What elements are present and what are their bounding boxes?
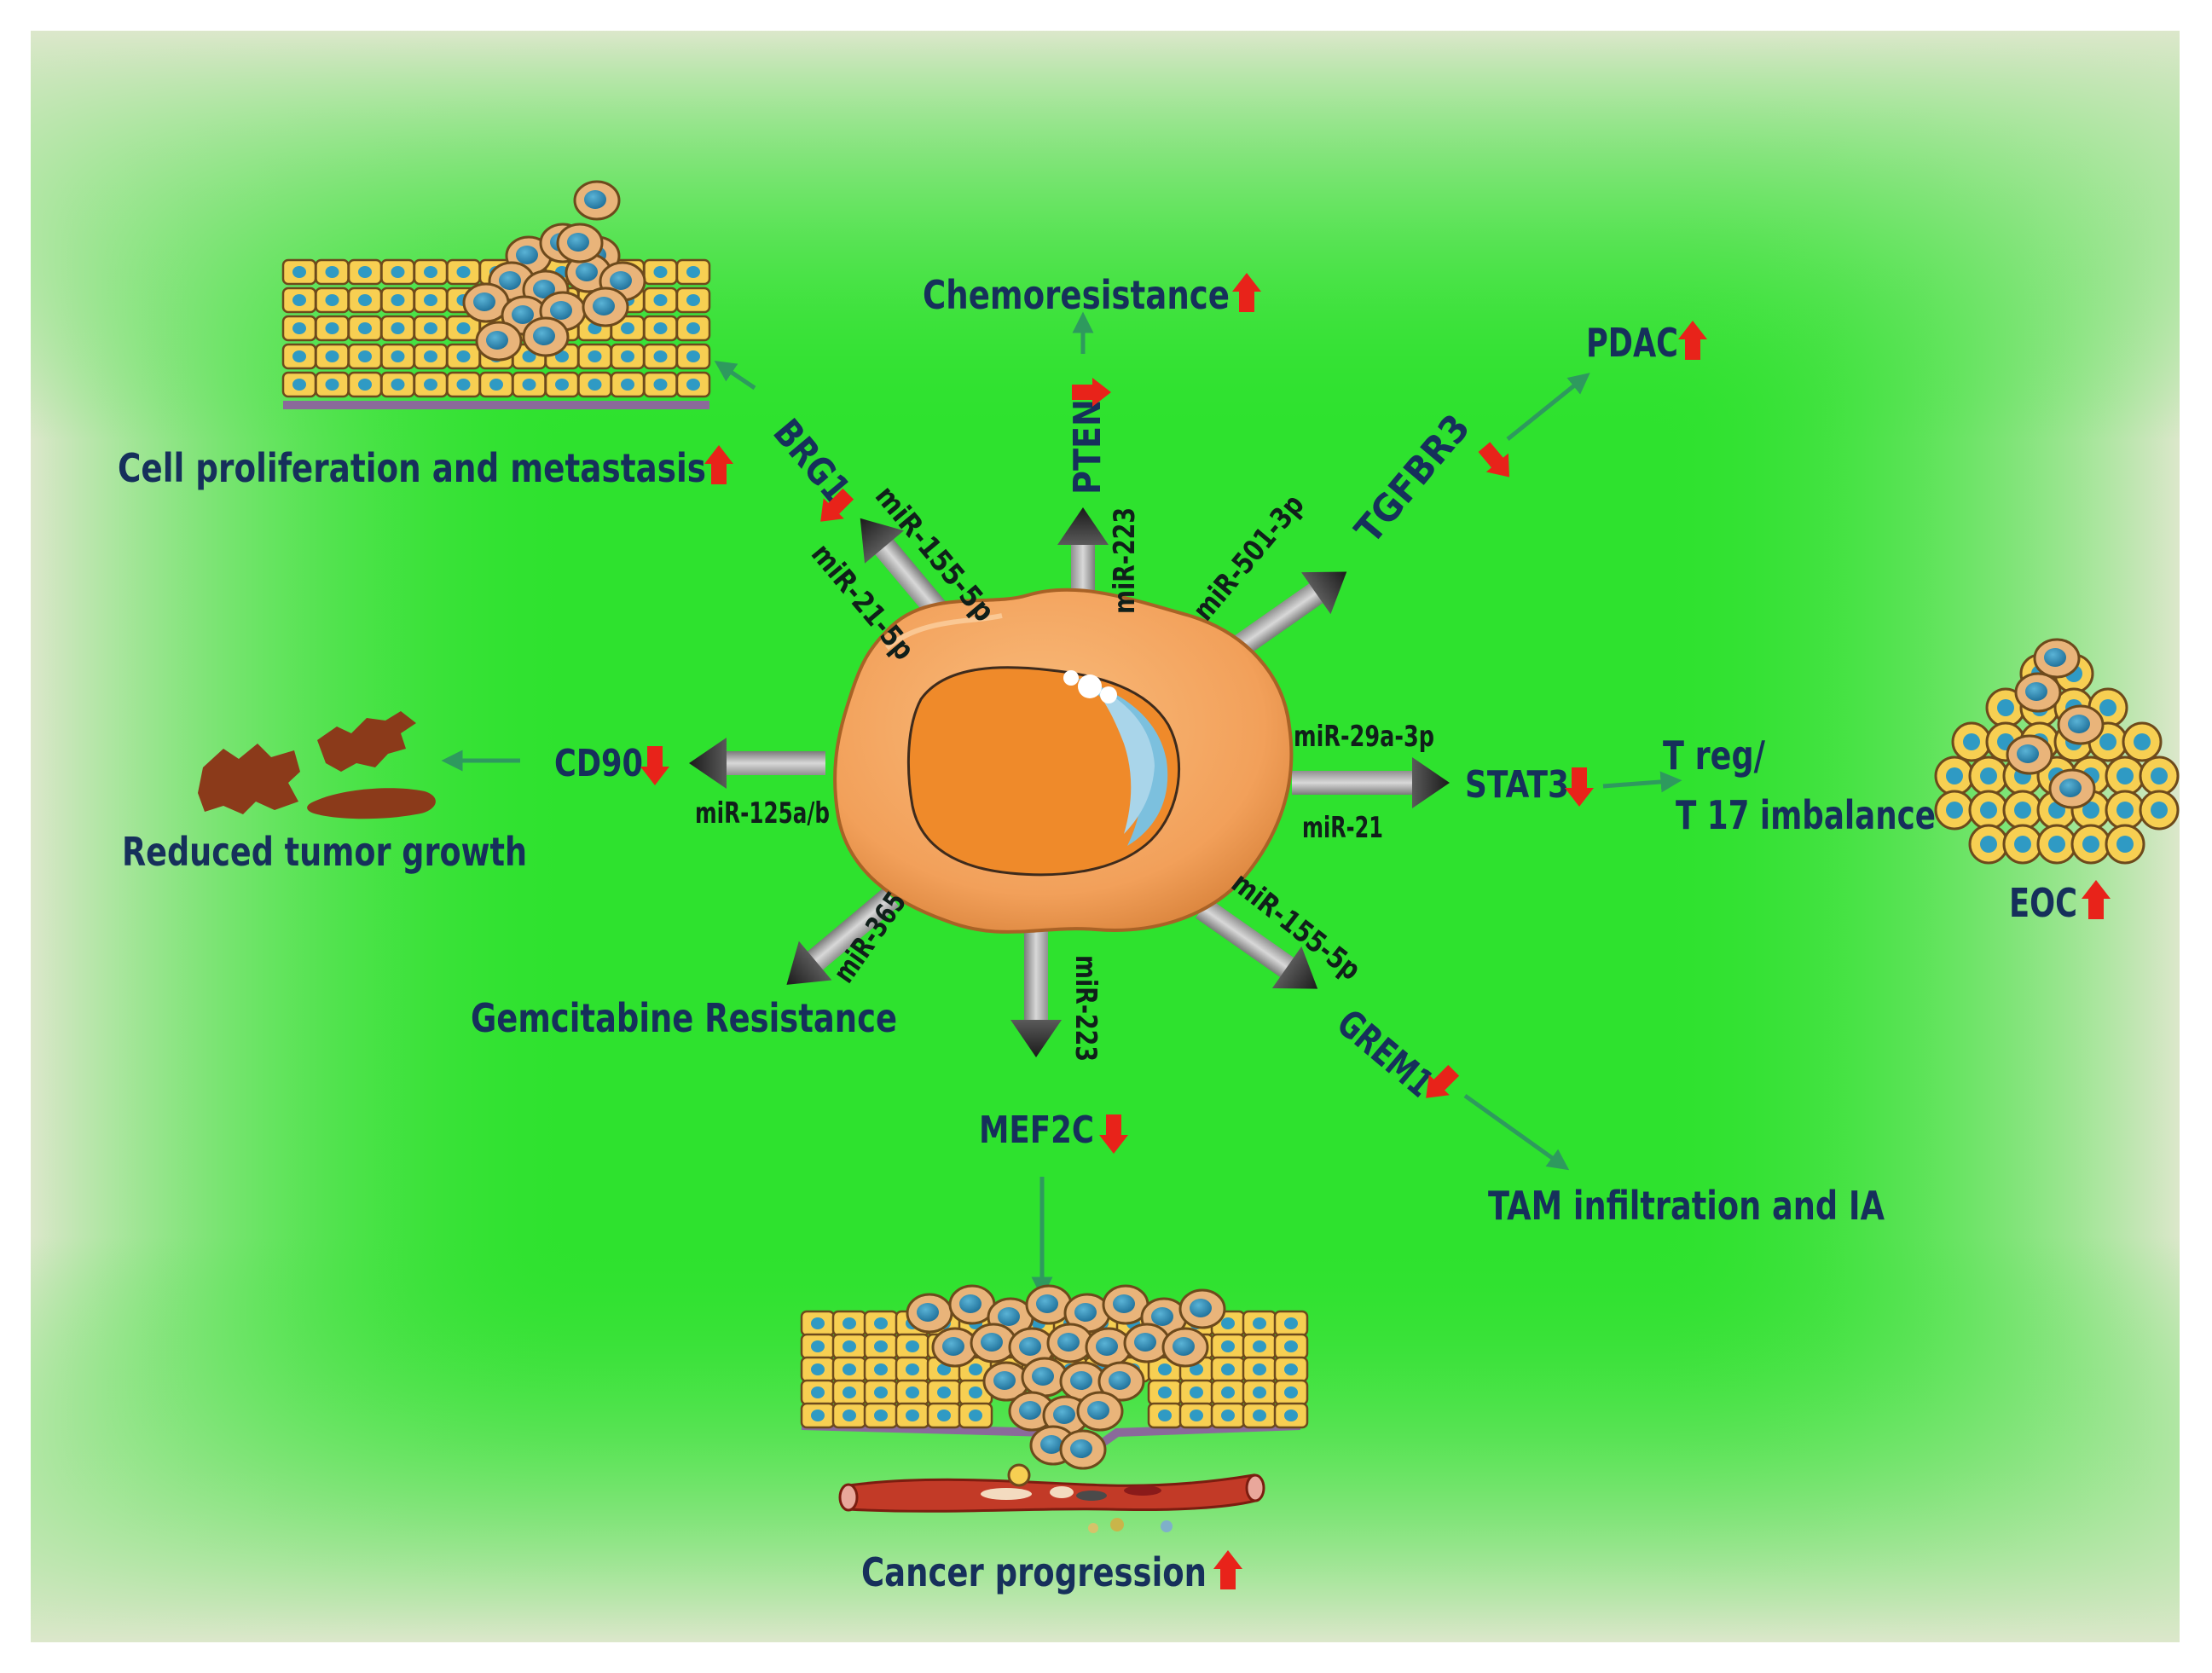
label-chemoresistance: Chemoresistance xyxy=(923,272,1230,318)
mef2c-down-arrow xyxy=(1099,1114,1128,1154)
tissue-proliferation-icon xyxy=(281,180,711,409)
tgfbr3-down-arrow xyxy=(1478,442,1509,478)
label-mir-cd90: miR-125a/b xyxy=(695,796,830,831)
label-tam: TAM infiltration and IA xyxy=(1488,1183,1885,1229)
arrow-to-tgfbr3 xyxy=(1220,571,1347,665)
label-eoc: EOC xyxy=(2009,880,2077,926)
tumor-cell-icon xyxy=(833,588,1294,934)
eoc-up-arrow xyxy=(2082,880,2111,919)
pten-right-arrow xyxy=(1072,378,1111,407)
label-cell-proliferation: Cell proliferation and metastasis xyxy=(118,445,706,491)
chemoresistance-up-arrow xyxy=(1232,273,1261,312)
label-target-pten: PTEN xyxy=(1066,399,1109,495)
brg1-down-arrow xyxy=(820,488,854,522)
arrow-to-mef2c xyxy=(1010,929,1062,1057)
arrow-to-grem1 xyxy=(1195,898,1318,989)
label-mir-stat3-a: miR-29a-3p xyxy=(1294,720,1434,754)
label-treg-line2: T 17 imbalance xyxy=(1676,792,1936,838)
tissue-progression-icon xyxy=(800,1284,1309,1470)
label-target-mef2c: MEF2C xyxy=(979,1109,1094,1152)
label-mir-pten: miR-223 xyxy=(1108,507,1142,614)
stat3-down-arrow xyxy=(1565,767,1594,807)
label-gemcitabine: Gemcitabine Resistance xyxy=(471,995,897,1041)
grem1-down-arrow xyxy=(1426,1064,1460,1098)
pdac-up-arrow xyxy=(1678,321,1707,360)
label-mir-mef2c: miR-223 xyxy=(1068,955,1103,1062)
label-reduced-tumor-growth: Reduced tumor growth xyxy=(122,829,527,875)
cancer-progression-up-arrow xyxy=(1213,1550,1242,1589)
label-target-stat3: STAT3 xyxy=(1465,763,1569,807)
label-cancer-progression: Cancer progression xyxy=(861,1549,1207,1595)
blood-vessel-icon xyxy=(838,1463,1265,1533)
label-target-cd90: CD90 xyxy=(554,742,643,785)
label-mir-stat3-b: miR-21 xyxy=(1302,811,1383,845)
arrow-to-cd90 xyxy=(689,738,825,789)
cd90-down-arrow xyxy=(640,746,669,785)
tumor-fragments-icon xyxy=(198,711,436,819)
label-pdac: PDAC xyxy=(1586,320,1678,366)
thin-arrows xyxy=(441,311,1682,1299)
label-treg-line1: T reg/ xyxy=(1663,732,1765,779)
arrow-to-stat3 xyxy=(1292,757,1450,808)
arrow-to-gemcitabine xyxy=(786,888,899,985)
cell-proliferation-up-arrow xyxy=(704,445,733,484)
